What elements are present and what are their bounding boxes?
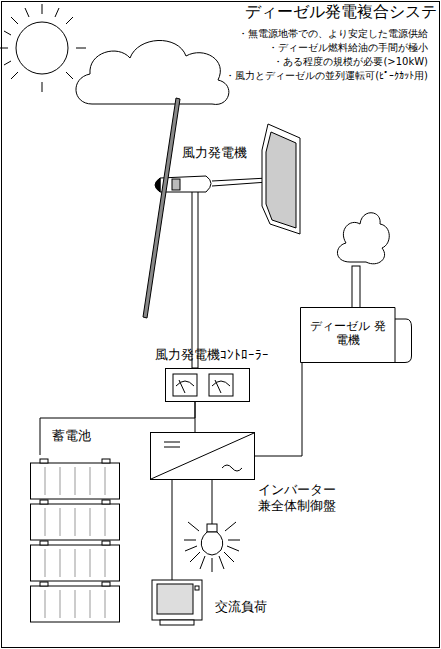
part-name: 交流負荷 <box>215 600 267 615</box>
box-outline <box>151 433 255 480</box>
cell-rib <box>60 467 61 495</box>
cell-rib <box>45 467 46 495</box>
dc-symbol <box>164 442 180 443</box>
cell-rib <box>90 508 91 536</box>
sun <box>0 4 86 92</box>
cell-rib <box>75 467 76 495</box>
battery-cell <box>31 463 120 499</box>
meter-scale <box>212 381 230 386</box>
battery-cell <box>31 586 120 622</box>
battery-cell <box>31 504 120 540</box>
box-outline <box>166 369 250 402</box>
cell-rib <box>105 508 106 536</box>
cell-rib <box>105 590 106 618</box>
cell-rib <box>90 549 91 577</box>
inverter-box: インバーター 兼全体制御盤 <box>150 432 255 480</box>
ac-symbol <box>222 465 242 471</box>
cell-rib <box>45 590 46 618</box>
meter-needle <box>179 380 185 393</box>
cell-rib <box>75 549 76 577</box>
cell-rib <box>60 590 61 618</box>
cell-rib <box>75 508 76 536</box>
dc-symbol <box>164 447 180 448</box>
cloud <box>76 40 229 104</box>
node-outline <box>165 368 250 402</box>
wire <box>40 402 195 455</box>
terminal <box>102 459 110 463</box>
node-outline <box>150 432 255 480</box>
cell-rib <box>75 590 76 618</box>
cell-rib <box>45 508 46 536</box>
cell-rib <box>90 467 91 495</box>
feature-note: ・ある程度の規模が必要(>10kW) <box>273 56 428 68</box>
title: ディーゼル発電複合システ <box>245 3 437 21</box>
node-heading: 風力発電機ｺﾝﾄﾛｰﾗｰ <box>155 347 269 363</box>
tank-seam <box>395 319 396 363</box>
cell-rib <box>90 590 91 618</box>
terminal <box>40 500 48 504</box>
wind-turbine <box>143 98 300 368</box>
terminal <box>102 582 110 586</box>
battery-cell <box>31 545 120 581</box>
feature-note: ・ディーゼル燃料給油の手間が極小 <box>268 42 428 54</box>
cell-rib <box>105 549 106 577</box>
feature-note: ・無電源地帯での、より安定した電源供給 <box>238 28 428 40</box>
node-heading: インバーター 兼全体制御盤 <box>258 482 342 513</box>
meter-needle <box>215 380 221 393</box>
generator-outline <box>301 308 412 363</box>
part-name: 風力発電機 <box>182 146 247 161</box>
wire <box>255 363 302 456</box>
meter-scale <box>176 381 194 386</box>
cell-rib <box>105 467 106 495</box>
diagonal <box>151 433 254 479</box>
cell-rib <box>45 549 46 577</box>
terminal <box>40 459 48 463</box>
meter <box>209 374 233 396</box>
meter <box>173 374 197 396</box>
diesel-generator: ディーゼル 発電機 <box>300 307 412 363</box>
node-heading: 蓄電池 <box>52 428 91 444</box>
terminal <box>40 541 48 545</box>
wire <box>195 402 196 432</box>
cell-rib <box>60 549 61 577</box>
terminal <box>40 582 48 586</box>
feature-note: ・風力とディーゼルの並列運転可(ﾋﾟｰｸｶｯﾄ用) <box>225 70 428 82</box>
terminal <box>102 500 110 504</box>
terminal <box>102 541 110 545</box>
cell-rib <box>60 508 61 536</box>
battery-bank: 蓄電池 <box>30 455 120 620</box>
node-outline <box>30 455 120 620</box>
node-label: ディーゼル 発電機 <box>306 319 390 348</box>
controller-box: 風力発電機ｺﾝﾄﾛｰﾗｰ <box>165 368 250 402</box>
exhaust-stack <box>337 213 389 308</box>
